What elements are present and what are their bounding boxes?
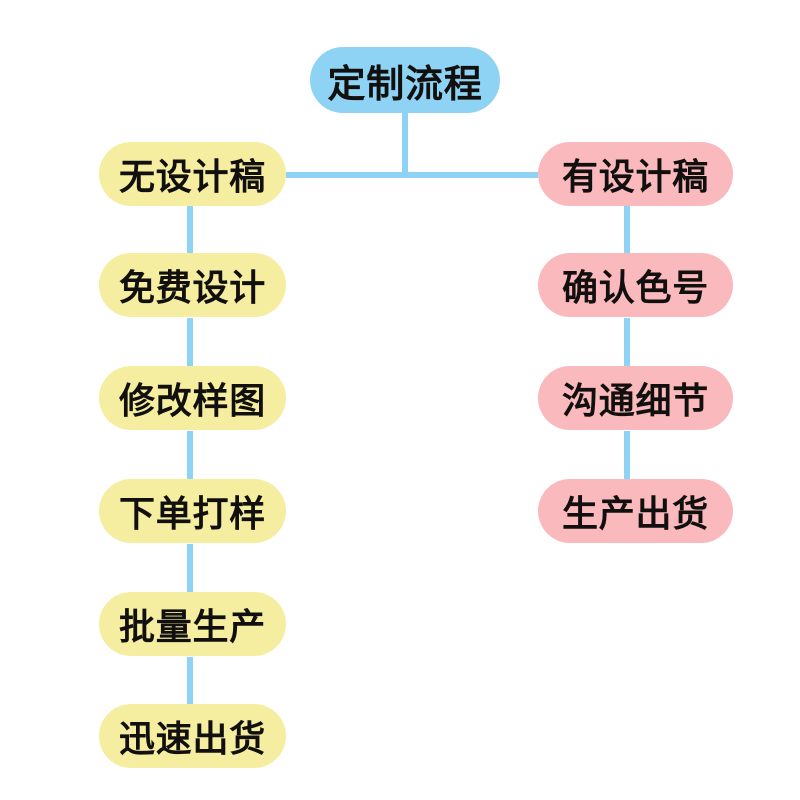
left-step-6[interactable]: 迅速出货: [99, 704, 286, 768]
flowchart-root-label: 定制流程: [327, 63, 483, 106]
connector-left-5-6: [187, 657, 193, 705]
left-step-3[interactable]: 修改样图: [99, 366, 286, 430]
left-step-4-label: 下单打样: [119, 493, 266, 534]
left-step-2-label: 免费设计: [119, 267, 266, 308]
right-step-3-label: 沟通细节: [562, 380, 709, 421]
left-step-1[interactable]: 无设计稿: [99, 142, 286, 206]
left-step-5[interactable]: 批量生产: [99, 592, 286, 656]
right-step-1-label: 有设计稿: [562, 156, 709, 197]
left-step-3-label: 修改样图: [119, 380, 266, 421]
left-step-5-label: 批量生产: [119, 606, 266, 647]
connector-branch-bar: [286, 172, 538, 178]
left-step-4[interactable]: 下单打样: [99, 479, 286, 543]
connector-root-stem: [402, 110, 408, 175]
right-step-1[interactable]: 有设计稿: [538, 142, 733, 206]
connector-left-1-2: [187, 205, 193, 253]
connector-right-3-4: [624, 431, 630, 479]
left-step-6-label: 迅速出货: [119, 718, 266, 759]
right-step-4[interactable]: 生产出货: [538, 479, 733, 543]
connector-left-4-5: [187, 544, 193, 592]
connector-right-1-2: [624, 205, 630, 253]
connector-right-2-3: [624, 318, 630, 366]
flowchart-root-node[interactable]: 定制流程: [310, 47, 500, 113]
right-step-2-label: 确认色号: [562, 267, 709, 308]
right-step-3[interactable]: 沟通细节: [538, 366, 733, 430]
left-step-1-label: 无设计稿: [119, 156, 266, 197]
connector-left-2-3: [187, 318, 193, 366]
connector-left-3-4: [187, 431, 193, 479]
right-step-2[interactable]: 确认色号: [538, 253, 733, 317]
right-step-4-label: 生产出货: [562, 493, 709, 534]
left-step-2[interactable]: 免费设计: [99, 253, 286, 317]
